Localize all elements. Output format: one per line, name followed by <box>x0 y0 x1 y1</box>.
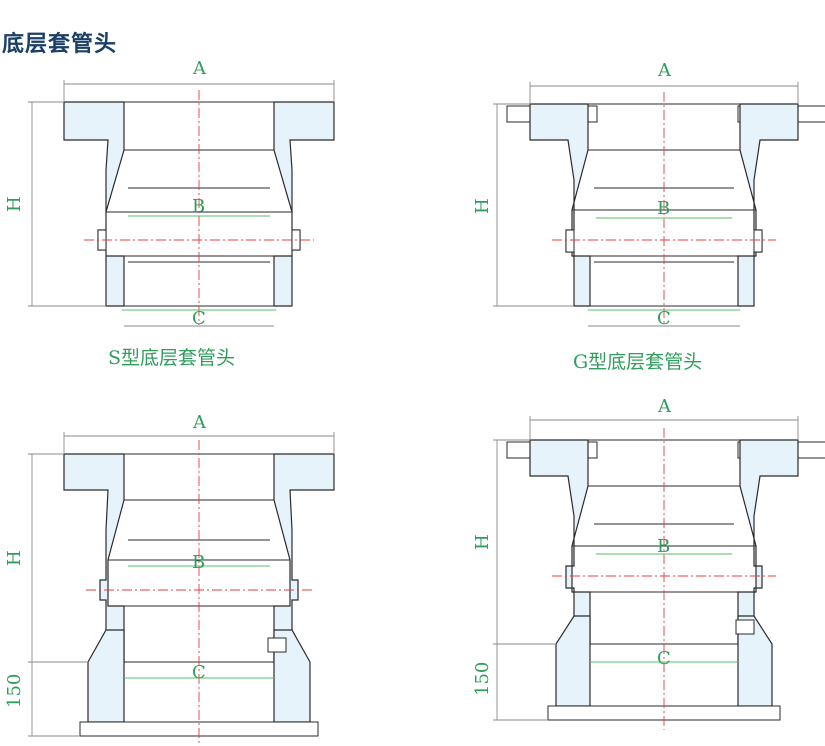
s-spool-right-lower <box>273 629 311 723</box>
g-type-caption: G型底层套管头 <box>573 351 702 373</box>
s-spool-test-port <box>267 637 287 653</box>
s-spool-left-lower <box>87 629 125 723</box>
s-spool-label-a: A <box>192 412 207 433</box>
g-spool-right-wall <box>737 439 799 645</box>
g-type-spool-drawing <box>493 416 825 730</box>
g-label-c: C <box>657 308 671 329</box>
s-type-head-drawing <box>28 80 335 327</box>
g-spool-label-a: A <box>657 396 672 417</box>
s-spool-label-c: C <box>192 662 206 683</box>
s-type-spool-drawing <box>28 432 335 744</box>
g-label-a: A <box>657 60 672 81</box>
s-right-wall <box>273 101 335 307</box>
g-right-port <box>753 229 763 253</box>
g-label-b: B <box>657 198 670 219</box>
s-type-caption: S型底层套管头 <box>108 347 235 369</box>
g-spool-test-port <box>735 619 755 635</box>
s-spool-label-h: H <box>4 550 25 566</box>
g-spool-label-150: 150 <box>472 662 493 696</box>
g-type-head-drawing <box>493 82 825 327</box>
page-title: 底层套管头 <box>2 32 118 57</box>
s-spool-label-b: B <box>192 552 205 573</box>
s-spool-label-150: 150 <box>4 674 25 708</box>
s-label-h: H <box>4 196 25 212</box>
g-spool-label-c: C <box>657 648 671 669</box>
g-spool-label-b: B <box>657 536 670 557</box>
g-spool-left-lower <box>555 615 591 707</box>
s-label-c: C <box>192 308 206 329</box>
g-spool-left-wall <box>529 439 591 645</box>
g-label-h: H <box>472 198 493 214</box>
g-left-port <box>565 229 575 253</box>
g-spool-right-lower <box>737 615 773 707</box>
g-right-wall <box>737 103 799 307</box>
g-spool-label-h: H <box>472 534 493 550</box>
s-label-a: A <box>192 58 207 79</box>
s-label-b: B <box>192 196 205 217</box>
s-left-wall <box>63 101 125 307</box>
g-left-wall <box>529 103 591 307</box>
